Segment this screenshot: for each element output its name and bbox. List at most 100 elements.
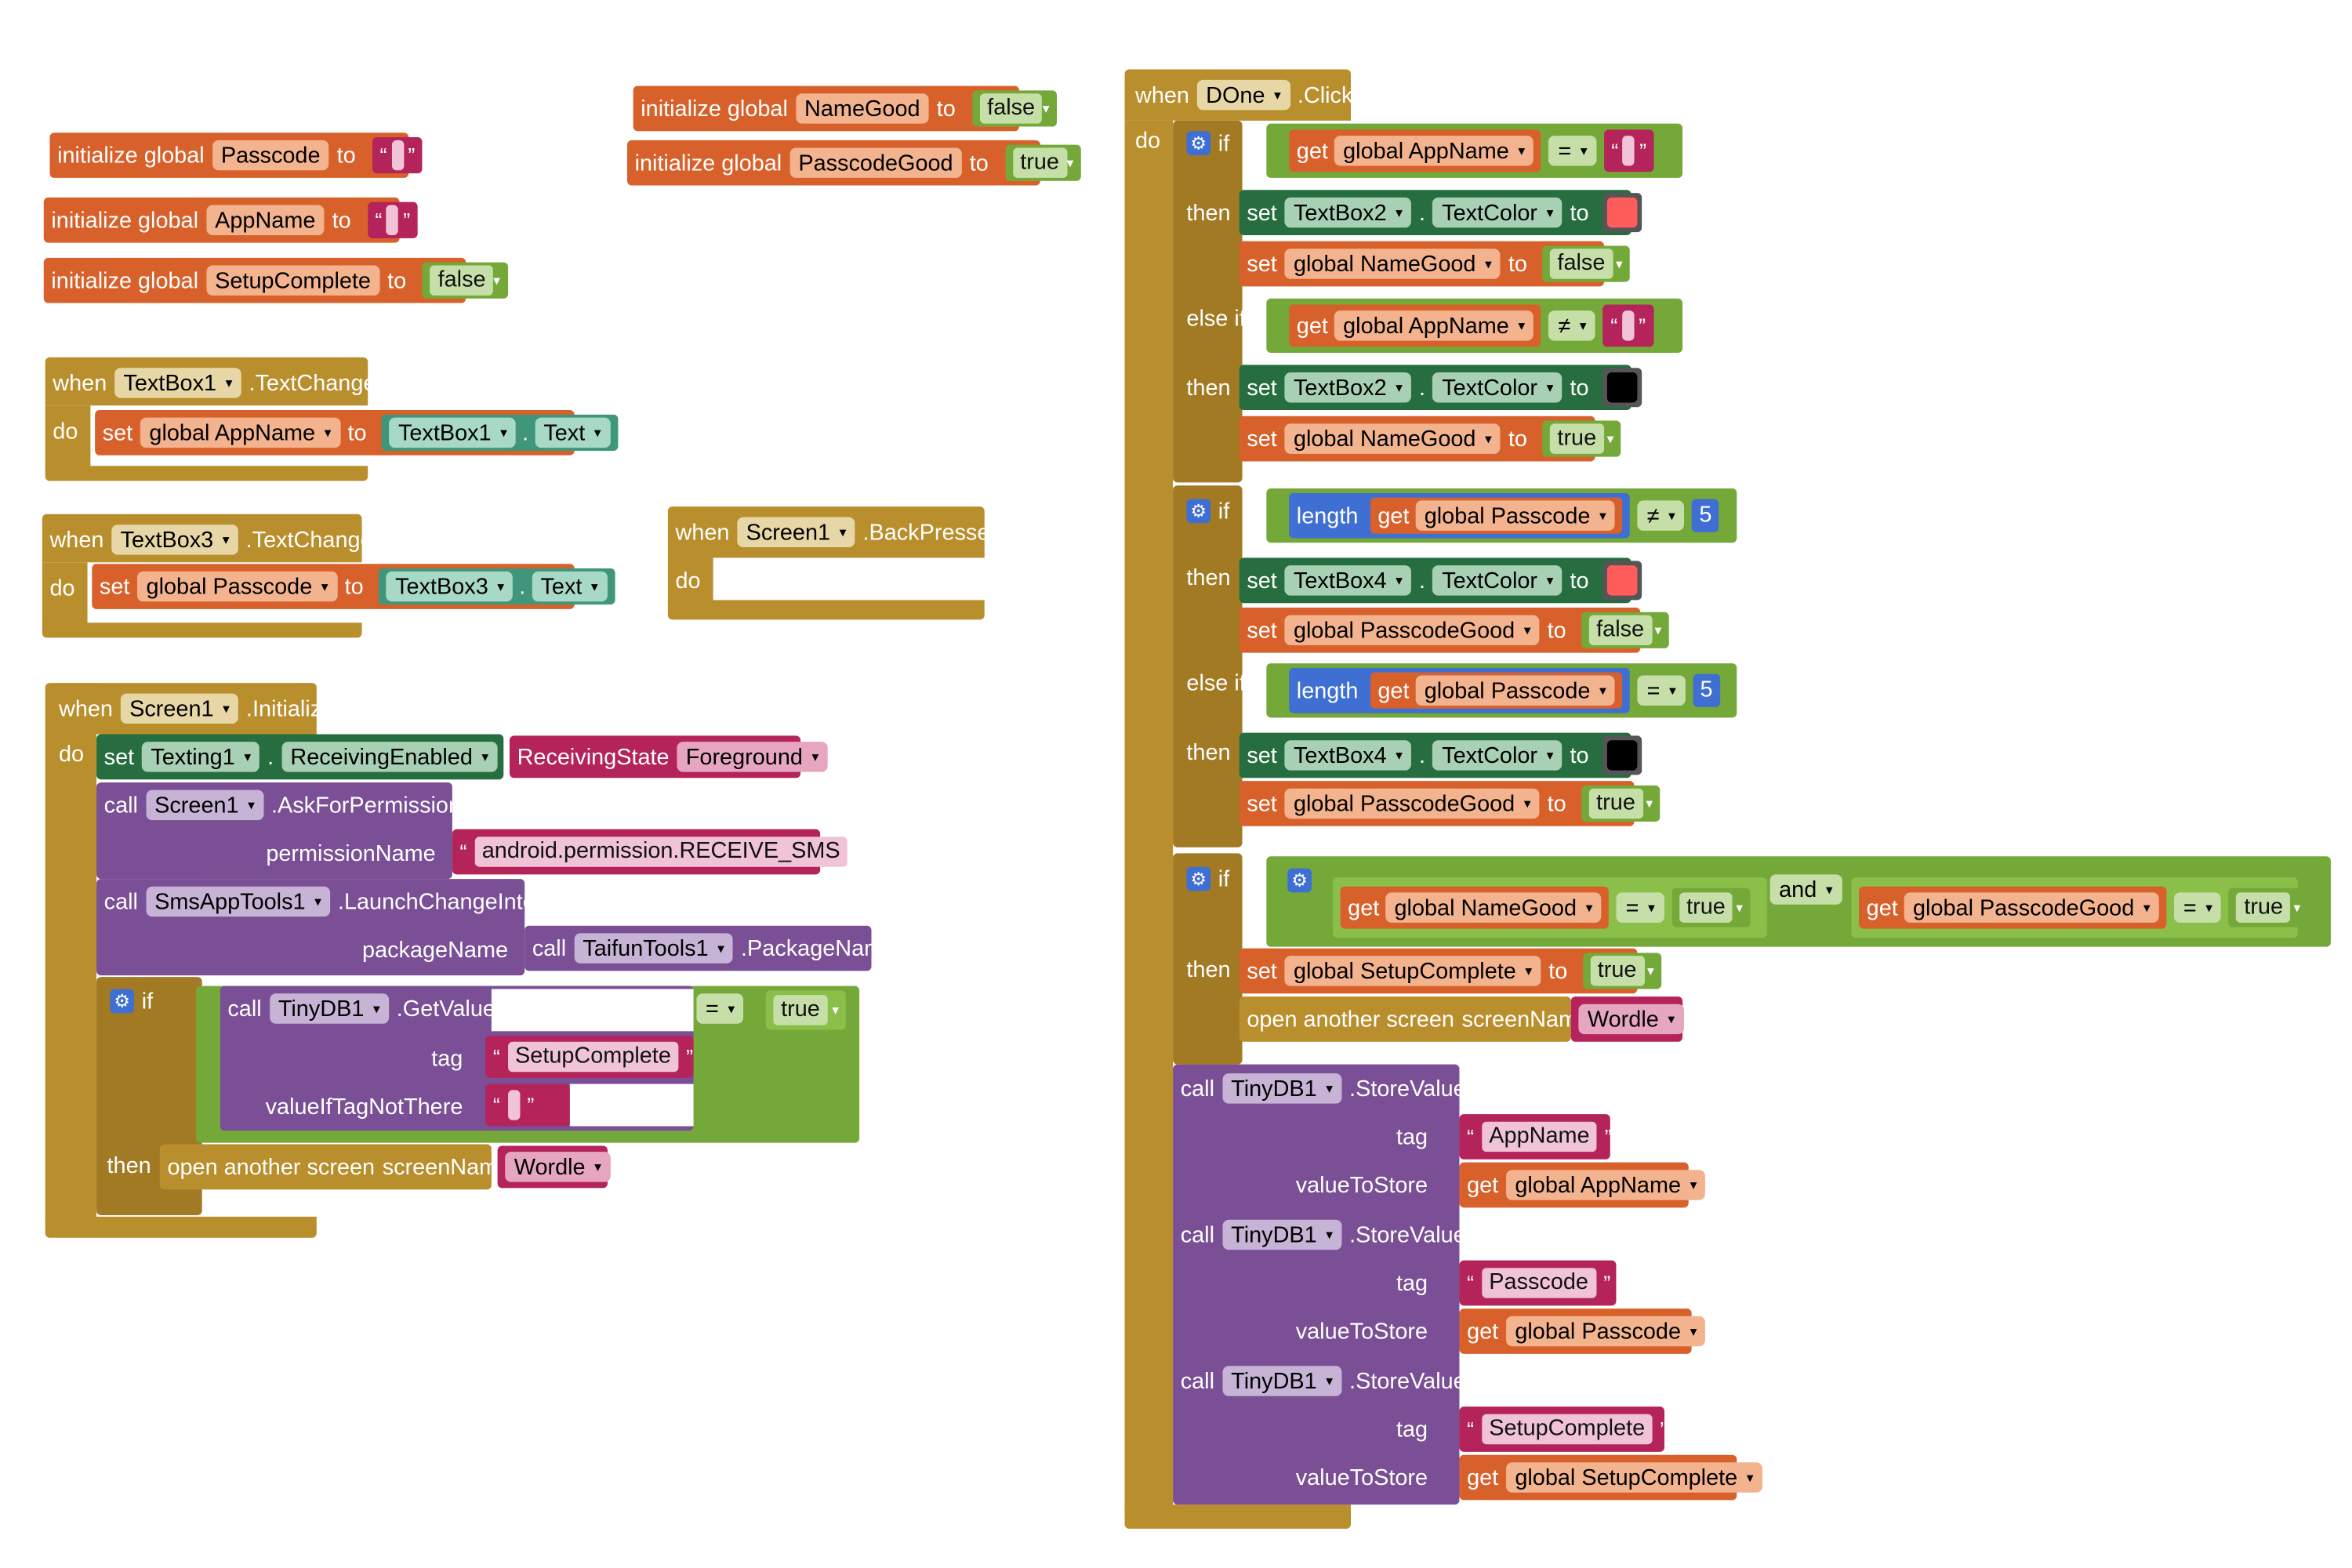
set-global-passcodegood-false[interactable]: set global PasscodeGood▾ to false▾ <box>1239 607 1669 653</box>
true-block[interactable]: true▾ <box>1581 785 1661 822</box>
screen-wordle-dropdown-block[interactable]: Wordle▾ <box>1570 996 1684 1042</box>
component-dropdown[interactable]: Screen1▾ <box>737 517 855 548</box>
event-textbox3-textchanged[interactable]: when TextBox3▾ .TextChanged do set globa… <box>42 514 615 638</box>
true-block[interactable]: true▾ <box>1542 420 1621 457</box>
false-block[interactable]: false▾ <box>423 262 508 299</box>
init-global-appname-block[interactable]: initialize global AppName to “” <box>43 197 418 243</box>
false-block[interactable]: false▾ <box>1542 245 1631 282</box>
init-global-passcodegood-block[interactable]: initialize global PasscodeGood to true▾ <box>626 140 1081 186</box>
tag-setupcomplete-text[interactable]: “ SetupComplete ” <box>485 1036 694 1078</box>
gear-icon[interactable]: ⚙ <box>1186 131 1211 156</box>
true-block[interactable]: true▾ <box>1671 887 1751 927</box>
gear-icon[interactable]: ⚙ <box>110 989 135 1014</box>
set-global-setupcomplete-true[interactable]: set global SetupComplete▾ to true▾ <box>1239 948 1662 994</box>
tag-setupcomplete-text[interactable]: “SetupComplete” <box>1459 1406 1667 1452</box>
init-global-namegood-block[interactable]: initialize global NameGood to false▾ <box>633 85 1058 132</box>
true-block[interactable]: true▾ <box>1582 953 1662 989</box>
var-name-setupcomplete[interactable]: SetupComplete <box>205 265 380 296</box>
empty-text-block[interactable]: “” <box>367 201 418 238</box>
false-block[interactable]: false▾ <box>971 90 1058 127</box>
color-red-block[interactable] <box>1602 193 1642 233</box>
receivingstate-foreground-block[interactable]: ReceivingState Foreground▾ <box>509 735 828 779</box>
var-dropdown[interactable]: global Passcode▾ <box>137 571 338 602</box>
var-name-appname[interactable]: AppName <box>205 205 325 235</box>
set-textbox4-textcolor[interactable]: set TextBox4▾ . TextColor▾ to <box>1239 732 1642 779</box>
var-name-passcodegood[interactable]: PasscodeGood <box>789 147 963 178</box>
set-global-appname-block[interactable]: set global AppName▾ to TextBox1▾ . Text▾ <box>95 410 618 456</box>
event-screen1-backpressed[interactable]: when Screen1▾ .BackPressed do <box>667 506 1002 620</box>
get-global-passcode[interactable]: get global Passcode▾ <box>1459 1308 1706 1354</box>
tag-passcode-text[interactable]: “Passcode” <box>1459 1260 1617 1306</box>
textbox3-text-getter[interactable]: TextBox3▾ . Text▾ <box>378 568 615 605</box>
if-block-passcode[interactable] <box>1173 485 1243 848</box>
event-screen1-initialize[interactable]: when Screen1▾ .Initialize do set Texting… <box>45 683 895 1241</box>
operator-dropdown[interactable]: =▾ <box>696 993 744 1024</box>
if-block-appname[interactable] <box>1173 120 1243 483</box>
call-tinydb1-storevalue-passcode[interactable]: call TinyDB1▾ .StoreValue <box>1173 1212 1466 1258</box>
set-texting1-receivingenabled[interactable]: set Texting1▾ . ReceivingEnabled▾ to <box>96 734 524 780</box>
component-dropdown[interactable]: Screen1▾ <box>120 693 239 724</box>
event-textbox1-textchanged[interactable]: when TextBox1▾ .TextChanged do set globa… <box>45 357 618 481</box>
chevron-down-icon: ▾ <box>832 1001 839 1018</box>
true-block[interactable]: true▾ <box>1004 144 1081 181</box>
gear-icon[interactable]: ⚙ <box>1287 868 1312 893</box>
set-textbox4-textcolor[interactable]: set TextBox4▾ . TextColor▾ to <box>1239 557 1642 604</box>
init-global-setupcomplete-block[interactable]: initialize global SetupComplete to false… <box>43 257 508 303</box>
true-block[interactable]: true▾ <box>765 990 847 1030</box>
set-global-passcodegood-true[interactable]: set global PasscodeGood▾ to true▾ <box>1239 781 1661 826</box>
empty-text-block[interactable]: “” <box>1602 304 1653 347</box>
get-global-setupcomplete[interactable]: get global SetupComplete▾ <box>1459 1454 1762 1501</box>
component-dropdown[interactable]: DOne▾ <box>1196 79 1290 111</box>
var-name-passcode[interactable]: Passcode <box>212 140 330 171</box>
true-block[interactable]: true▾ <box>2229 887 2308 927</box>
component-dropdown[interactable]: TextBox1▾ <box>114 368 241 398</box>
and-operator-dropdown[interactable]: and▾ <box>1769 874 1842 905</box>
component-dropdown[interactable]: TextBox3▾ <box>111 524 239 555</box>
chevron-down-icon: ▾ <box>1615 255 1623 271</box>
number-5-block[interactable]: 5 <box>1691 499 1720 532</box>
permission-text-block[interactable]: “ android.permission.RECEIVE_SMS ” <box>452 829 862 875</box>
screen-wordle-dropdown-block[interactable]: Wordle▾ <box>497 1145 611 1189</box>
color-black-block[interactable] <box>1602 368 1642 408</box>
var-name-namegood[interactable]: NameGood <box>795 93 930 124</box>
init-global-passcode-block[interactable]: initialize global Passcode to “” <box>49 132 423 178</box>
set-global-namegood-false[interactable]: set global NameGood▾ to false▾ <box>1239 241 1631 287</box>
empty-text-block[interactable]: “” <box>1603 129 1654 172</box>
textbox1-text-getter[interactable]: TextBox1▾ . Text▾ <box>381 414 618 451</box>
tag-appname-text[interactable]: “AppName” <box>1459 1114 1612 1160</box>
empty-text-block[interactable]: “” <box>372 136 423 174</box>
call-tinydb1-storevalue-setupcomplete[interactable]: call TinyDB1▾ .StoreValue <box>1173 1359 1466 1404</box>
gear-icon[interactable]: ⚙ <box>1186 866 1211 891</box>
set-textbox2-textcolor[interactable]: set TextBox2▾ . TextColor▾ to <box>1239 190 1642 235</box>
get-global-appname[interactable]: get global AppName▾ <box>1459 1162 1706 1208</box>
call-taifuntools1-packagename[interactable]: call TaifunTools1▾ .PackageName <box>524 925 895 971</box>
number-5-block[interactable]: 5 <box>1692 673 1721 707</box>
set-global-passcode-block[interactable]: set global Passcode▾ to TextBox3▾ . Text… <box>92 564 615 609</box>
set-textbox2-textcolor[interactable]: set TextBox2▾ . TextColor▾ to <box>1239 365 1642 411</box>
var-dropdown[interactable]: global AppName▾ <box>140 417 340 448</box>
false-block[interactable]: false▾ <box>1581 612 1669 648</box>
set-global-namegood-true[interactable]: set global NameGood▾ to true▾ <box>1239 416 1621 462</box>
open-another-screen-block[interactable]: open another screen screenName <box>159 1144 510 1190</box>
color-red-block[interactable] <box>1602 561 1642 601</box>
tinydb-store-stack[interactable] <box>1173 1064 1460 1505</box>
color-black-block[interactable] <box>1602 735 1642 775</box>
empty-text-block[interactable]: “ ” <box>485 1083 570 1127</box>
open-another-screen-block[interactable]: open another screen screenName <box>1239 996 1590 1042</box>
call-tinydb1-storevalue-appname[interactable]: call TinyDB1▾ .StoreValue <box>1173 1066 1466 1112</box>
gear-icon[interactable]: ⚙ <box>1186 499 1211 524</box>
